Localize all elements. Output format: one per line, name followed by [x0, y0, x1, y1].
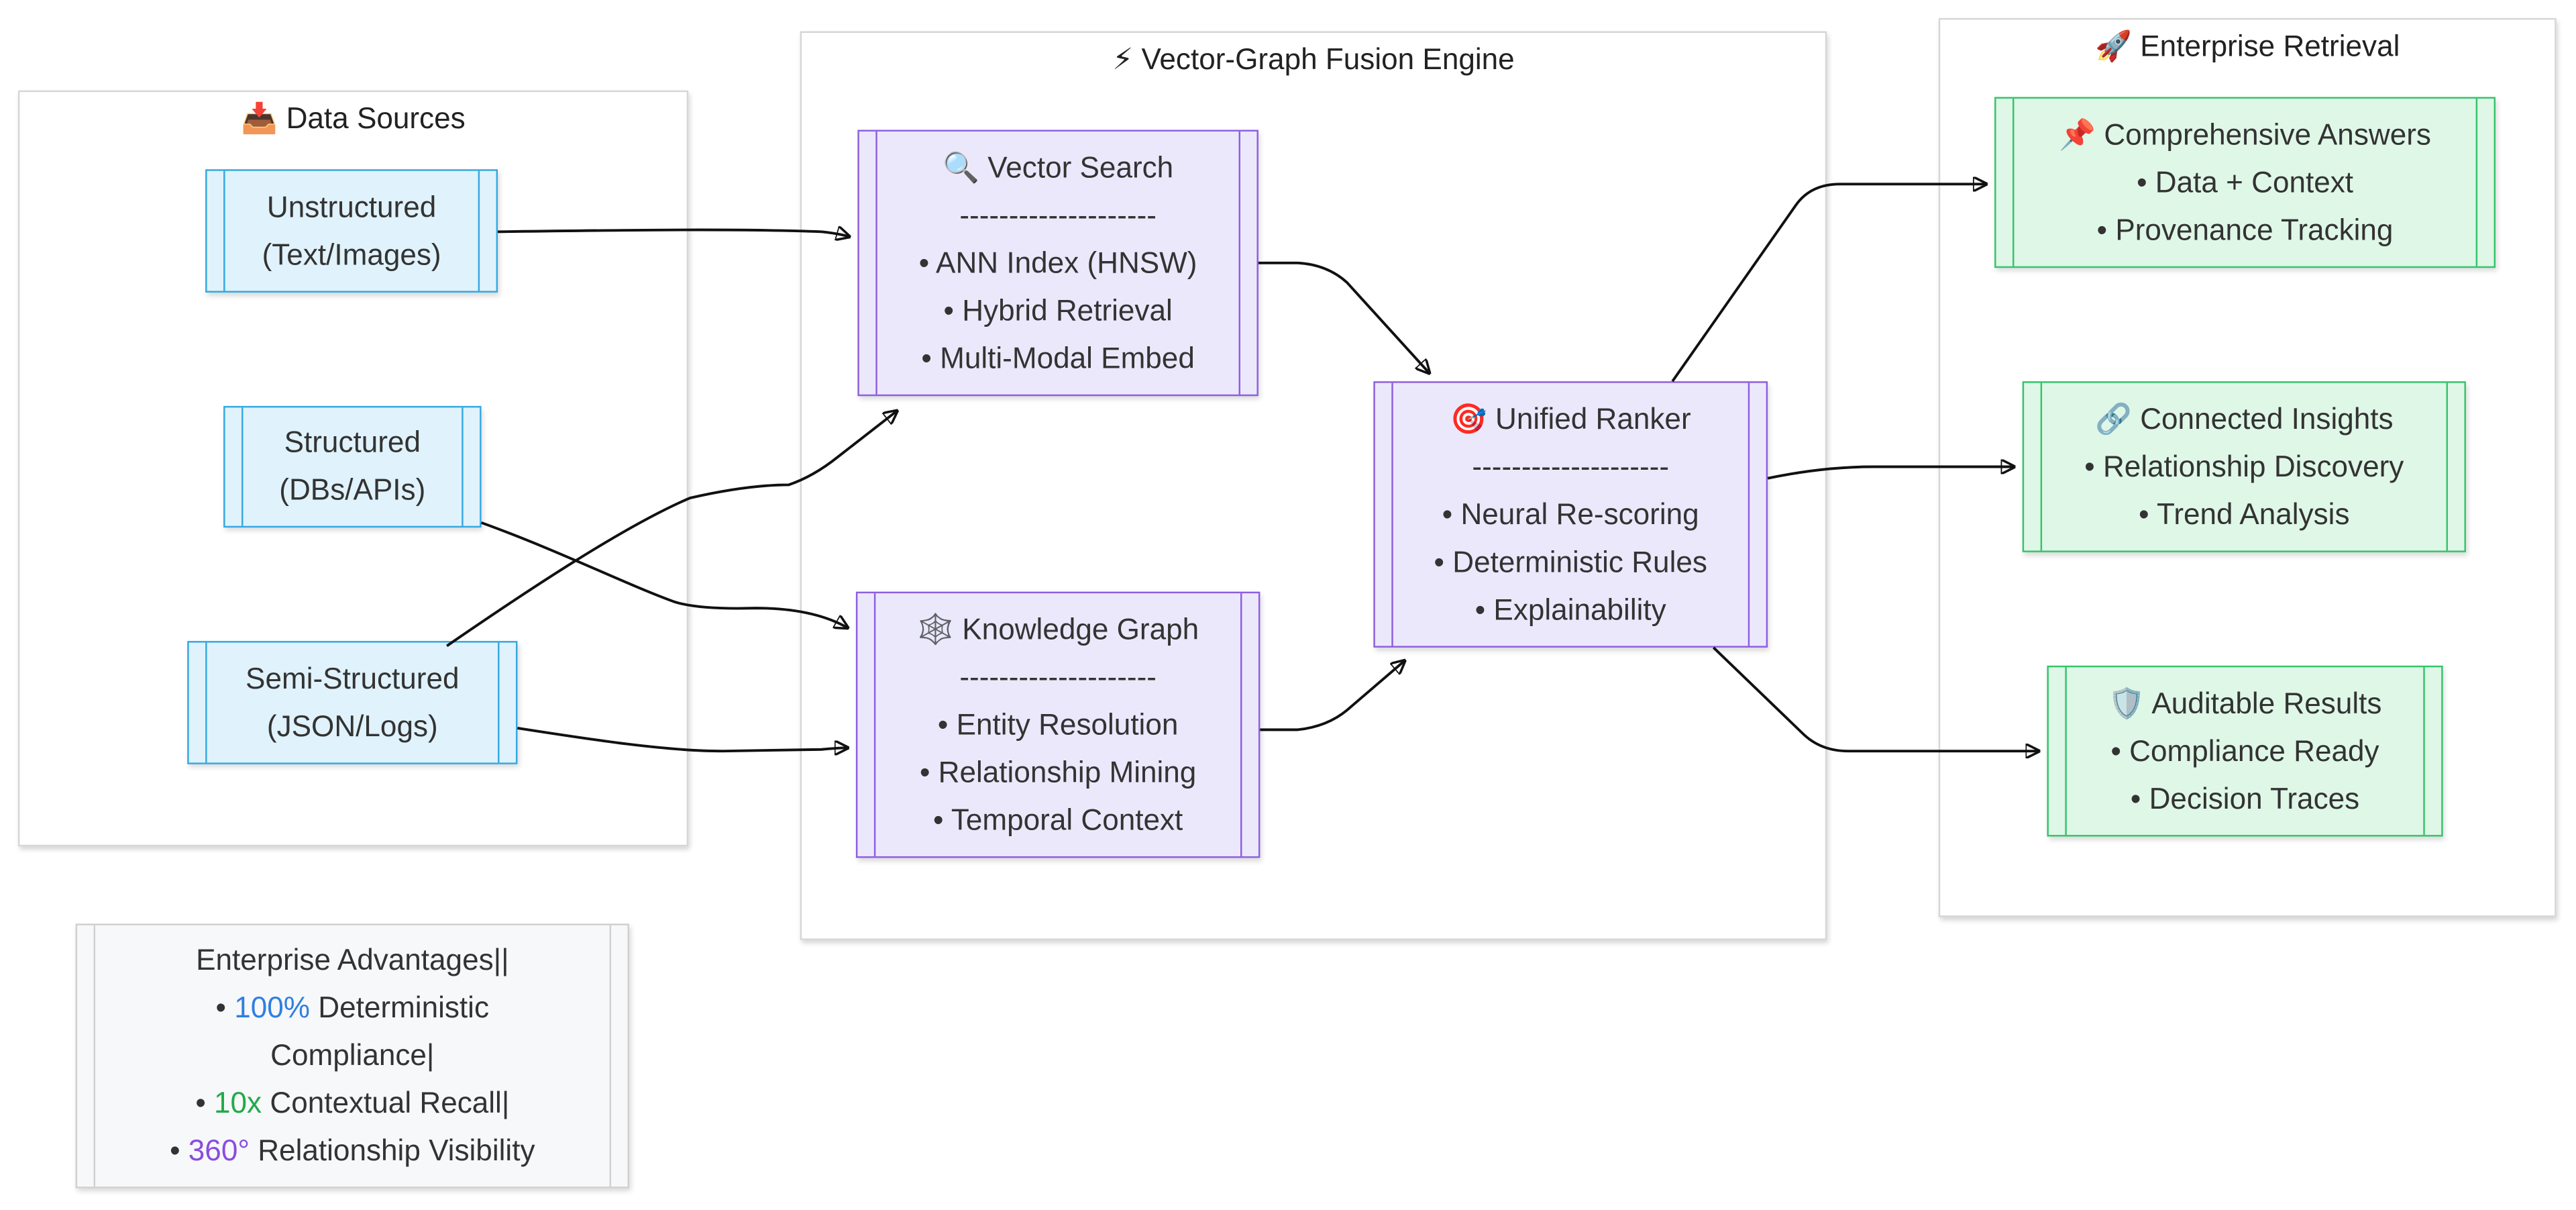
- node-semi-structured[interactable]: Semi-Structured (JSON/Logs): [187, 641, 518, 764]
- shield-icon: 🛡️: [2108, 686, 2145, 719]
- node-divider: --------------------: [959, 660, 1157, 693]
- node-label: (DBs/APIs): [279, 473, 426, 507]
- node-item: • Entity Resolution: [937, 707, 1179, 741]
- cluster-title-data-sources: 📥 Data Sources: [19, 102, 686, 136]
- link-icon: 🔗: [2095, 401, 2132, 435]
- node-title: 🔗 Connected Insights: [2095, 401, 2394, 435]
- node-structured[interactable]: Structured (DBs/APIs): [223, 405, 482, 528]
- note-title: Enterprise Advantages||: [196, 943, 509, 976]
- lightning-icon: ⚡: [1112, 42, 1134, 76]
- node-comprehensive-answers[interactable]: 📌 Comprehensive Answers • Data + Context…: [1994, 97, 2496, 268]
- advantage-item-recall: • 10x Contextual Recall|: [195, 1086, 510, 1119]
- node-auditable-results[interactable]: 🛡️ Auditable Results • Compliance Ready …: [2047, 665, 2443, 837]
- node-divider: --------------------: [1472, 449, 1670, 483]
- node-knowledge-graph[interactable]: 🕸️ Knowledge Graph -------------------- …: [855, 591, 1260, 858]
- node-item: • Hybrid Retrieval: [943, 293, 1173, 327]
- node-title: 🕸️ Knowledge Graph: [917, 612, 1199, 646]
- advantage-item-compliance-cont: Compliance|: [270, 1038, 435, 1072]
- node-item: • Deterministic Rules: [1434, 544, 1707, 578]
- enterprise-advantages-note[interactable]: Enterprise Advantages|| • 100% Determini…: [75, 923, 629, 1189]
- advantage-value: 10x: [214, 1086, 262, 1119]
- node-item: • Relationship Discovery: [2084, 449, 2404, 483]
- spider-web-icon: 🕸️: [917, 612, 954, 646]
- inbox-tray-icon: 📥: [241, 101, 278, 135]
- node-label: (JSON/Logs): [266, 709, 438, 742]
- node-label: Semi-Structured: [246, 661, 460, 695]
- node-item: • Explainability: [1474, 592, 1666, 625]
- node-title: 📌 Comprehensive Answers: [2059, 117, 2431, 151]
- advantage-value: 360°: [188, 1133, 250, 1167]
- node-unified-ranker[interactable]: 🎯 Unified Ranker -------------------- • …: [1373, 381, 1768, 648]
- node-title: 🔍 Vector Search: [943, 150, 1174, 184]
- node-connected-insights[interactable]: 🔗 Connected Insights • Relationship Disc…: [2022, 381, 2466, 552]
- node-title: 🎯 Unified Ranker: [1450, 401, 1691, 435]
- node-item: • Relationship Mining: [919, 755, 1197, 789]
- node-item: • Trend Analysis: [2139, 497, 2350, 530]
- node-item: • Temporal Context: [932, 803, 1183, 836]
- node-item: • Data + Context: [2137, 165, 2354, 199]
- node-item: • Compliance Ready: [2110, 734, 2379, 767]
- advantage-item-compliance: • 100% Deterministic: [215, 991, 490, 1024]
- node-item: • Multi-Modal Embed: [921, 341, 1195, 374]
- node-item: • ANN Index (HNSW): [918, 246, 1197, 279]
- node-item: • Provenance Tracking: [2096, 213, 2394, 246]
- target-icon: 🎯: [1450, 401, 1487, 435]
- node-label: Structured: [284, 425, 421, 459]
- node-title: 🛡️ Auditable Results: [2108, 686, 2382, 719]
- pushpin-icon: 📌: [2059, 117, 2096, 151]
- cluster-label: Vector-Graph Fusion Engine: [1141, 42, 1515, 76]
- node-item: • Neural Re-scoring: [1442, 497, 1699, 530]
- cluster-label: Data Sources: [286, 101, 466, 135]
- cluster-title-fusion-engine: ⚡ Vector-Graph Fusion Engine: [802, 43, 1825, 77]
- node-unstructured[interactable]: Unstructured (Text/Images): [205, 169, 498, 293]
- advantage-item-visibility: • 360° Relationship Visibility: [170, 1133, 535, 1167]
- node-item: • Decision Traces: [2130, 781, 2360, 815]
- node-vector-search[interactable]: 🔍 Vector Search -------------------- • A…: [857, 130, 1258, 397]
- advantage-value: 100%: [234, 991, 311, 1024]
- cluster-label: Enterprise Retrieval: [2140, 30, 2400, 63]
- node-label: Unstructured: [266, 189, 437, 223]
- magnifier-icon: 🔍: [943, 150, 980, 184]
- node-divider: --------------------: [959, 198, 1157, 232]
- node-label: (Text/Images): [262, 237, 441, 270]
- cluster-title-enterprise-retrieval: 🚀 Enterprise Retrieval: [1940, 30, 2555, 64]
- rocket-icon: 🚀: [2095, 30, 2132, 63]
